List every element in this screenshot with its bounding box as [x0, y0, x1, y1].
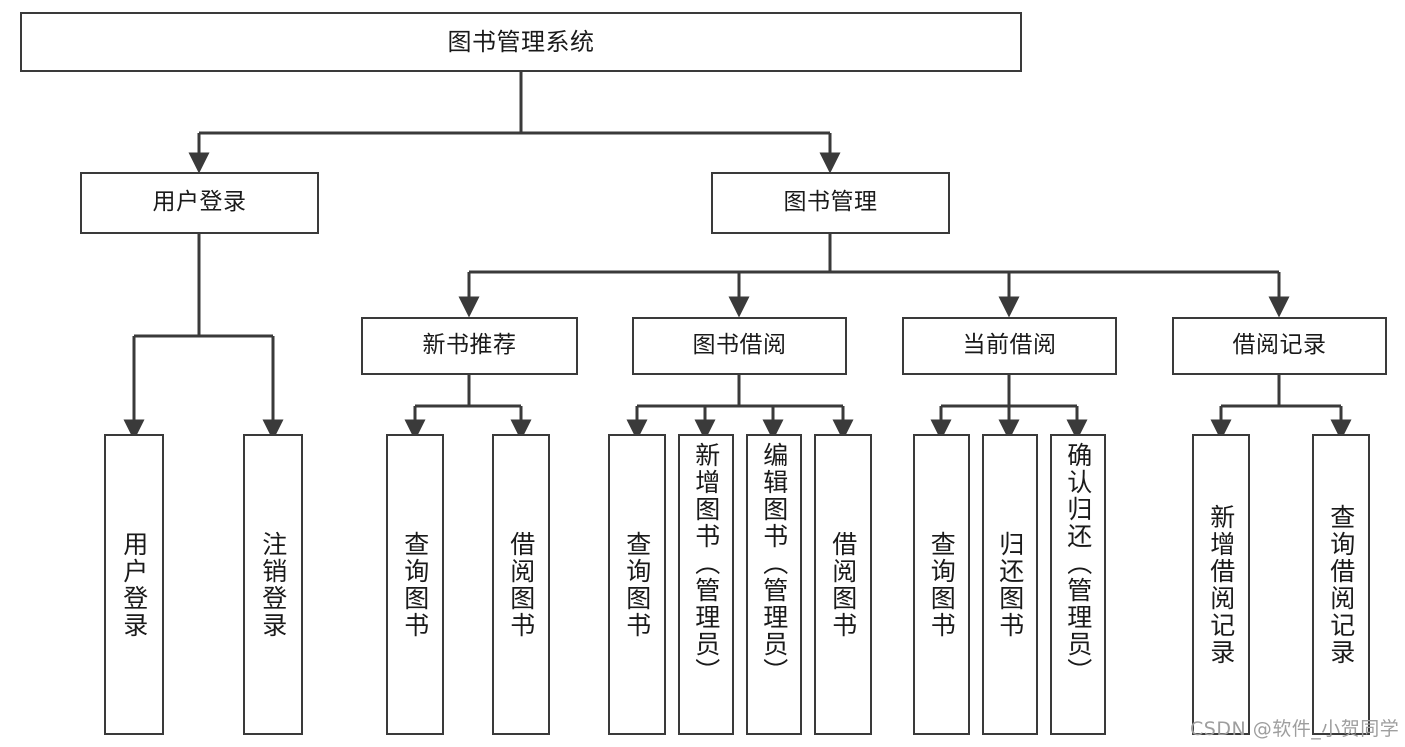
node-user-login[interactable]: 用户登录	[80, 172, 319, 234]
leaf-borrow-book-1[interactable]: 借阅图书	[492, 434, 550, 735]
node-label: 图书管理系统	[447, 27, 595, 56]
leaf-add-record[interactable]: 新增借阅记录	[1192, 434, 1250, 735]
node-label: 查询图书	[400, 530, 430, 639]
node-label: 借阅记录	[1232, 332, 1327, 359]
leaf-query-book-3[interactable]: 查询图书	[913, 434, 970, 735]
leaf-logout-login[interactable]: 注销登录	[243, 434, 303, 735]
node-label: 查询借阅记录	[1326, 503, 1356, 666]
node-label: 确认归还（管理员）	[1063, 442, 1093, 685]
node-label: 注销登录	[258, 530, 288, 639]
node-label: 新增图书（管理员）	[691, 442, 721, 685]
node-current-borrow[interactable]: 当前借阅	[902, 317, 1117, 375]
node-book-manage[interactable]: 图书管理	[711, 172, 950, 234]
node-book-borrow[interactable]: 图书借阅	[632, 317, 847, 375]
node-label: 新增借阅记录	[1206, 503, 1236, 666]
leaf-add-book[interactable]: 新增图书（管理员）	[678, 434, 734, 735]
node-label: 新书推荐	[422, 332, 517, 359]
leaf-return-book[interactable]: 归还图书	[982, 434, 1038, 735]
leaf-edit-book[interactable]: 编辑图书（管理员）	[746, 434, 802, 735]
node-label: 图书借阅	[692, 332, 787, 359]
csdn-watermark: CSDN @软件_小贺同学	[1190, 718, 1400, 740]
node-label: 用户登录	[152, 189, 247, 216]
node-label: 用户登录	[119, 530, 149, 639]
node-borrow-record[interactable]: 借阅记录	[1172, 317, 1387, 375]
leaf-query-book-1[interactable]: 查询图书	[386, 434, 444, 735]
node-label: 归还图书	[995, 530, 1025, 639]
node-label: 图书管理	[783, 189, 878, 216]
node-new-book-rec[interactable]: 新书推荐	[361, 317, 578, 375]
leaf-user-login[interactable]: 用户登录	[104, 434, 164, 735]
leaf-borrow-book-2[interactable]: 借阅图书	[814, 434, 872, 735]
node-label: 查询图书	[622, 530, 652, 639]
node-label: 借阅图书	[828, 530, 858, 639]
node-root-system[interactable]: 图书管理系统	[20, 12, 1022, 72]
node-label: 编辑图书（管理员）	[759, 442, 789, 685]
node-label: 查询图书	[927, 530, 957, 639]
leaf-confirm-return[interactable]: 确认归还（管理员）	[1050, 434, 1106, 735]
node-label: 当前借阅	[962, 332, 1057, 359]
node-label: 借阅图书	[506, 530, 536, 639]
leaf-query-book-2[interactable]: 查询图书	[608, 434, 666, 735]
leaf-query-record[interactable]: 查询借阅记录	[1312, 434, 1370, 735]
